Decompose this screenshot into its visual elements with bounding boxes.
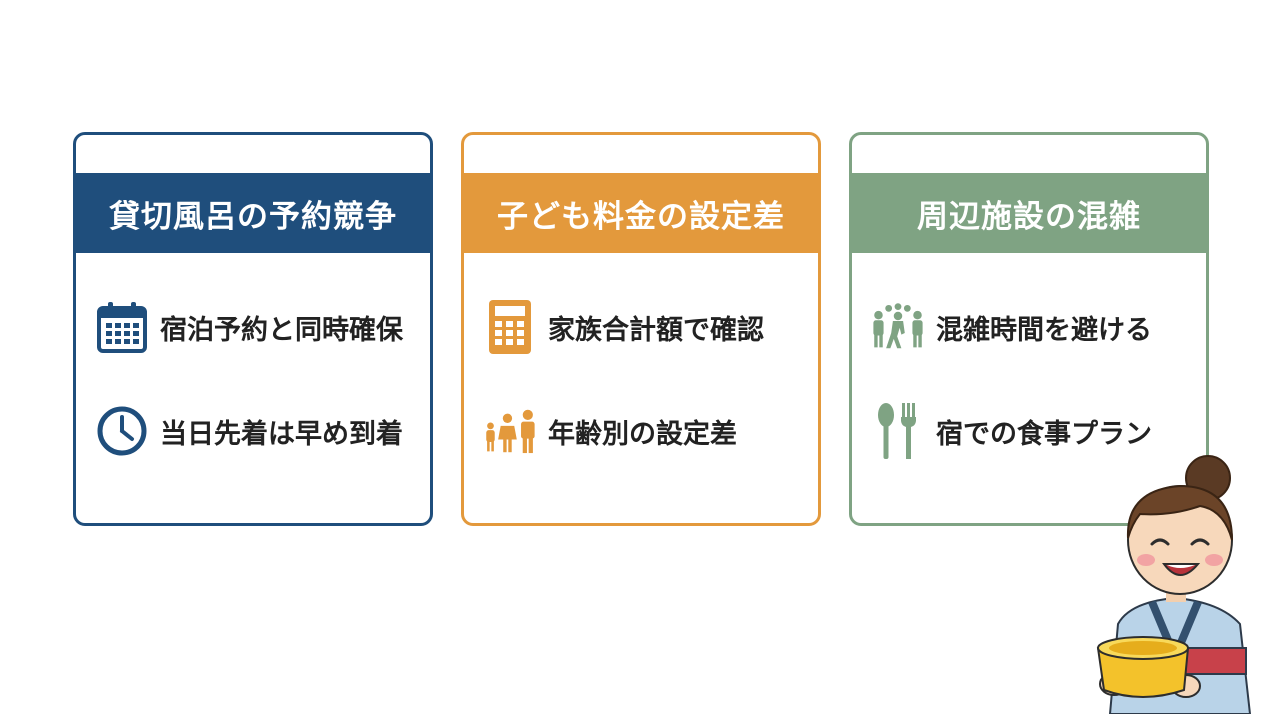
list-item: 宿泊予約と同時確保 — [94, 297, 420, 357]
list-item: 宿での食事プラン — [870, 401, 1196, 461]
family-icon — [482, 403, 538, 459]
list-item: 家族合計額で確認 — [482, 297, 808, 357]
card-title: 子ども料金の設定差 — [464, 173, 818, 253]
crowd-icon — [870, 299, 926, 355]
calculator-icon — [482, 299, 538, 355]
list-item: 混雑時間を避ける — [870, 297, 1196, 357]
item-label: 当日先着は早め到着 — [160, 418, 403, 450]
list-item: 年齢別の設定差 — [482, 401, 808, 461]
card-title: 周辺施設の混雑 — [852, 173, 1206, 253]
list-item: 当日先着は早め到着 — [94, 401, 420, 461]
card-title: 貸切風呂の予約競争 — [76, 173, 430, 253]
item-label: 宿での食事プラン — [936, 418, 1152, 450]
item-label: 家族合計額で確認 — [548, 314, 764, 346]
item-label: 混雑時間を避ける — [936, 314, 1152, 346]
card-nearby-crowding: 周辺施設の混雑 — [849, 132, 1209, 526]
card-private-bath: 貸切風呂の予約競争 宿泊予約と同時確保 — [73, 132, 433, 526]
clock-icon — [94, 403, 150, 459]
item-label: 宿泊予約と同時確保 — [160, 314, 403, 346]
calendar-icon — [94, 299, 150, 355]
spoon-fork-icon — [870, 403, 926, 459]
item-label: 年齢別の設定差 — [548, 418, 737, 450]
woman-in-yukata-holding-bowl-icon — [1090, 452, 1260, 714]
card-child-price: 子ども料金の設定差 家族合計額で確認 — [461, 132, 821, 526]
